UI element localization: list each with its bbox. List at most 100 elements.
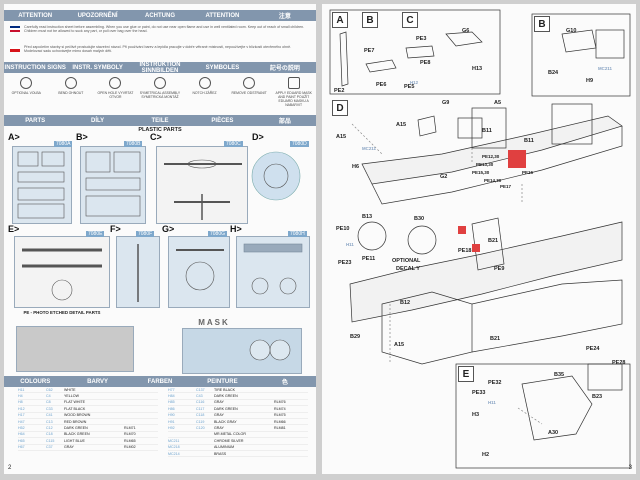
colour-name: YELLOW bbox=[64, 394, 79, 399]
notch-icon bbox=[198, 77, 211, 89]
callout-pe28: PE28 bbox=[612, 360, 626, 366]
band-text: COLOURS bbox=[20, 378, 51, 385]
colour-name: FLAT WHITE bbox=[64, 400, 86, 405]
sprue-number-a: 7080A bbox=[54, 141, 73, 147]
sprue-label-e: E> bbox=[8, 224, 20, 234]
remove-icon bbox=[243, 77, 256, 89]
colour-code2: C118 bbox=[196, 413, 205, 418]
callout-pe33: PE33 bbox=[472, 390, 486, 396]
callout-pe13: PE13,30 bbox=[476, 162, 494, 167]
optional-label: OPTIONAL bbox=[392, 258, 421, 264]
colour-note-4: H11 bbox=[488, 400, 496, 405]
colour-name: GRAY bbox=[214, 413, 224, 418]
colour-code: H47 bbox=[18, 419, 25, 424]
colour-code2: C33 bbox=[46, 406, 53, 411]
sprue-label-a: A> bbox=[8, 132, 20, 142]
band-text: INSTRUKTION SINNBILDEN bbox=[139, 61, 181, 74]
sprue-label-c: C> bbox=[150, 132, 162, 142]
colour-code: H91 bbox=[168, 419, 175, 424]
callout-pe24: PE24 bbox=[586, 346, 600, 352]
callout-b35: B35 bbox=[554, 372, 565, 378]
band-text: TEILE bbox=[151, 117, 169, 124]
colour-ref: RLM76 bbox=[274, 400, 286, 405]
colour-code2: C8 bbox=[46, 400, 51, 405]
symmetrical-assembly-icon bbox=[153, 77, 166, 89]
colour-code2: C4 bbox=[46, 394, 51, 399]
callout-pe18: PE18 bbox=[458, 248, 472, 254]
band-text: 記号の説明 bbox=[269, 66, 300, 72]
warning-text-cz: Před započetím stavby si pečlivě prostud… bbox=[24, 45, 292, 54]
callout-pe3: PE3 bbox=[416, 36, 427, 42]
callout-pe8: PE8 bbox=[420, 60, 431, 66]
assembly-drawings bbox=[329, 9, 631, 469]
callout-b13: B13 bbox=[362, 214, 373, 220]
callout-a15-1: A15 bbox=[336, 134, 347, 140]
callout-g10: G10 bbox=[566, 28, 577, 34]
callout-g6: G6 bbox=[462, 28, 470, 34]
callout-pe12: PE12,30 bbox=[482, 154, 500, 159]
colour-code: H67 bbox=[18, 445, 25, 450]
sign-open-hole: OPEN HOLE VYVRTAT OTVOR bbox=[93, 77, 137, 99]
colour-name: GRAY bbox=[214, 426, 224, 431]
callout-h13: H13 bbox=[472, 66, 483, 72]
sprue-e-frame bbox=[14, 236, 110, 308]
sprue-number-e: 7080E bbox=[86, 231, 105, 237]
uk-flag-icon bbox=[10, 26, 20, 32]
callout-h6: H6 bbox=[352, 164, 360, 170]
colour-code2: C41 bbox=[46, 413, 53, 418]
colour-code: H8 bbox=[18, 400, 23, 405]
highlight-pe18 bbox=[458, 226, 466, 234]
colours-band: COLOURS BARVY FARBEN PEINTURE 色 bbox=[4, 376, 316, 387]
sign-label: NOTCH ZÁŘEZ bbox=[192, 91, 217, 95]
callout-pe32: PE32 bbox=[488, 380, 502, 386]
callout-b24: B24 bbox=[548, 70, 559, 76]
sprue-number-b: 7080B bbox=[124, 141, 143, 147]
callout-pe17: PE17 bbox=[500, 184, 512, 189]
bend-icon bbox=[64, 77, 77, 89]
parts-band: PARTS DÍLY TEILE PIÈCES 部品 bbox=[4, 115, 316, 126]
step-c-box: C bbox=[402, 12, 418, 28]
sign-label: REMOVE ODSTRANIT bbox=[231, 91, 267, 95]
colour-code2: C115 bbox=[46, 438, 55, 443]
sign-label: OPEN HOLE VYVRTAT OTVOR bbox=[97, 91, 134, 99]
photo-etched-title: PE - PHOTO ETCHED DETAIL PARTS bbox=[23, 310, 101, 315]
colour-code: H90 bbox=[168, 413, 175, 418]
colour-code2: C116 bbox=[196, 400, 205, 405]
colour-ref: RLM75 bbox=[274, 413, 286, 418]
callout-b21-2: B21 bbox=[490, 336, 501, 342]
page-number-left: 2 bbox=[8, 465, 12, 471]
callout-pe14: PE14,30 bbox=[484, 178, 502, 183]
colour-name: TIRE BLACK bbox=[214, 387, 235, 392]
band-text: PARTS bbox=[25, 117, 46, 124]
colour-code: MC211 bbox=[168, 438, 180, 443]
colour-code: H86 bbox=[168, 406, 175, 411]
photo-etched-fret bbox=[16, 326, 134, 372]
callout-a30: A30 bbox=[548, 430, 559, 436]
sign-label: SYMETRICAL ASSEMBLY SYMETRICKÁ MONTÁŽ bbox=[139, 91, 181, 99]
sprue-number-d: 7080D bbox=[290, 141, 309, 147]
callout-pe2: PE2 bbox=[334, 88, 345, 94]
band-text: 注意 bbox=[278, 14, 291, 20]
sign-label: APPLY EDUARD MASK AND PAINT POUŽÍT EDUAR… bbox=[275, 91, 312, 107]
colour-note-1: MC211 bbox=[362, 146, 376, 151]
sign-remove: REMOVE ODSTRANIT bbox=[227, 77, 271, 95]
sign-label: BEND OHNOUT bbox=[58, 91, 84, 95]
step-b-subbox: B bbox=[534, 16, 550, 32]
optional-icon bbox=[20, 77, 33, 89]
callout-pe6: PE6 bbox=[376, 82, 387, 88]
callout-g9: G9 bbox=[442, 100, 450, 106]
band-text: SYMBOLES bbox=[205, 64, 240, 71]
colour-code2: C62 bbox=[46, 387, 53, 392]
sign-optional: OPTIONAL VOLBA bbox=[4, 77, 48, 95]
instruction-signs-band: INSTRUCTION SIGNS INSTR. SYMBOLY INSTRUK… bbox=[4, 61, 316, 74]
band-text: 色 bbox=[281, 380, 288, 386]
